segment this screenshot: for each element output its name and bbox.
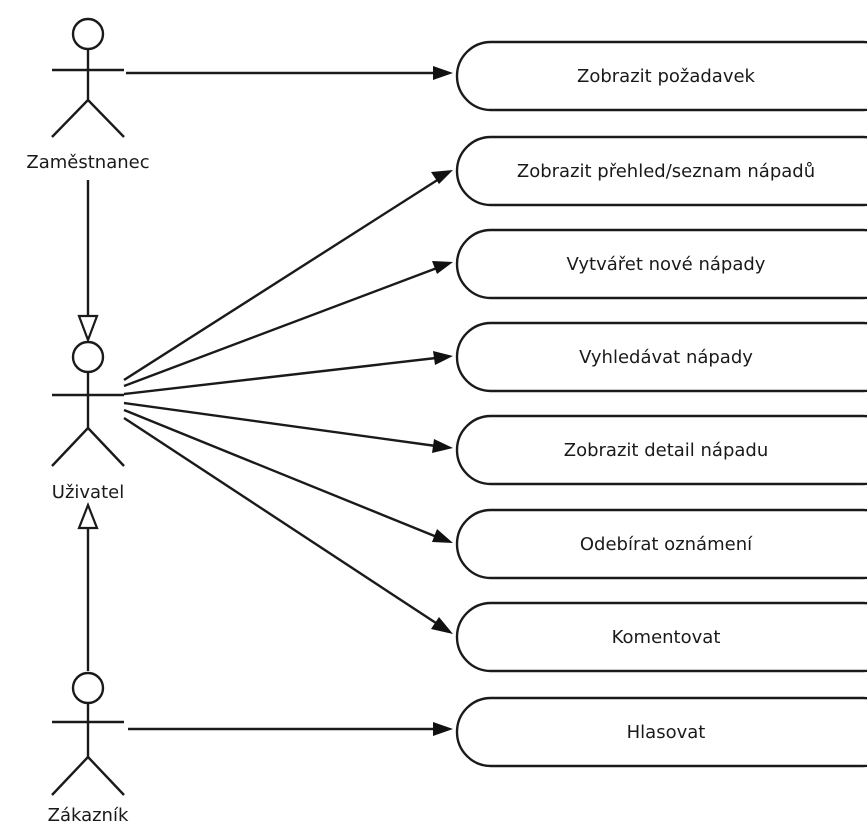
associations	[123, 66, 453, 736]
use-case-komentovat-label: Komentovat	[612, 627, 721, 648]
association-user-odebirat	[123, 408, 438, 539]
use-case-vyhledavat: Vyhledávat nápady	[455, 321, 867, 393]
arrowhead-hlasovat	[433, 722, 453, 736]
use-case-detail-label: Zobrazit detail nápadu	[564, 440, 768, 461]
generalization-customer-triangle	[77, 501, 99, 530]
actor-customer-label: Zákazník	[48, 805, 129, 826]
association-user-zobrazit-prehled	[123, 177, 440, 382]
actor-employee-head	[71, 17, 105, 51]
actor-employee-right-leg	[87, 99, 125, 138]
use-case-zobrazit-pozadavek: Zobrazit požadavek	[455, 40, 867, 112]
use-case-hlasovat: Hlasovat	[455, 696, 867, 768]
use-case-zobrazit-prehled-oval	[455, 135, 867, 207]
association-user-vyhledavat	[123, 356, 437, 396]
actor-customer-right-leg	[87, 756, 125, 796]
use-case-odebirat-oval	[455, 508, 867, 580]
arrowhead-zobrazit-prehled	[431, 170, 453, 184]
actor-employee-left-leg	[51, 99, 89, 138]
actor-user: Uživatel	[51, 340, 125, 503]
use-case-vyhledavat-oval	[455, 321, 867, 393]
actor-user-right-leg	[87, 427, 125, 467]
actor-employee-label: Zaměstnanec	[26, 152, 149, 173]
generalization-employee-to-user	[77, 180, 99, 344]
association-user-detail	[123, 401, 437, 448]
generalization-employee-triangle	[77, 314, 99, 344]
actor-user-left-leg	[51, 427, 89, 467]
arrowhead-zobrazit-pozadavek	[433, 66, 453, 80]
arrowhead-odebirat	[432, 529, 453, 543]
arrowhead-detail	[432, 439, 453, 453]
use-case-zobrazit-pozadavek-oval	[455, 40, 867, 112]
actor-user-head	[71, 340, 105, 374]
use-case-odebirat: Odebírat oznámení	[455, 508, 867, 580]
use-case-vytvaret: Vytvářet nové nápady	[455, 228, 867, 300]
use-case-detail: Zobrazit detail nápadu	[455, 414, 867, 486]
use-case-detail-oval	[455, 414, 867, 486]
arrowhead-komentovat	[431, 617, 453, 634]
use-case-zobrazit-pozadavek-label: Zobrazit požadavek	[577, 66, 756, 87]
use-case-vytvaret-oval	[455, 228, 867, 300]
use-case-zobrazit-prehled: Zobrazit přehled/seznam nápadů	[455, 135, 867, 207]
use-case-komentovat: Komentovat	[455, 601, 867, 673]
association-user-vytvaret	[123, 266, 438, 388]
use-case-vytvaret-label: Vytvářet nové nápady	[567, 254, 766, 275]
actor-customer: Zákazník	[48, 671, 129, 826]
association-user-komentovat	[123, 416, 440, 627]
use-case-vyhledavat-label: Vyhledávat nápady	[579, 347, 753, 368]
actor-user-label: Uživatel	[52, 482, 124, 503]
use-case-komentovat-oval	[455, 601, 867, 673]
actor-customer-left-leg	[51, 756, 89, 796]
use-case-hlasovat-label: Hlasovat	[627, 722, 706, 743]
actor-employee: Zaměstnanec	[26, 17, 150, 173]
actor-customer-head	[71, 671, 105, 705]
use-case-zobrazit-prehled-label: Zobrazit přehled/seznam nápadů	[517, 161, 815, 182]
use-case-hlasovat-oval	[455, 696, 867, 768]
generalization-customer-to-user	[77, 501, 99, 671]
use-case-odebirat-label: Odebírat oznámení	[580, 534, 753, 555]
arrowhead-vytvaret	[432, 261, 453, 274]
arrowhead-vyhledavat	[433, 351, 453, 365]
